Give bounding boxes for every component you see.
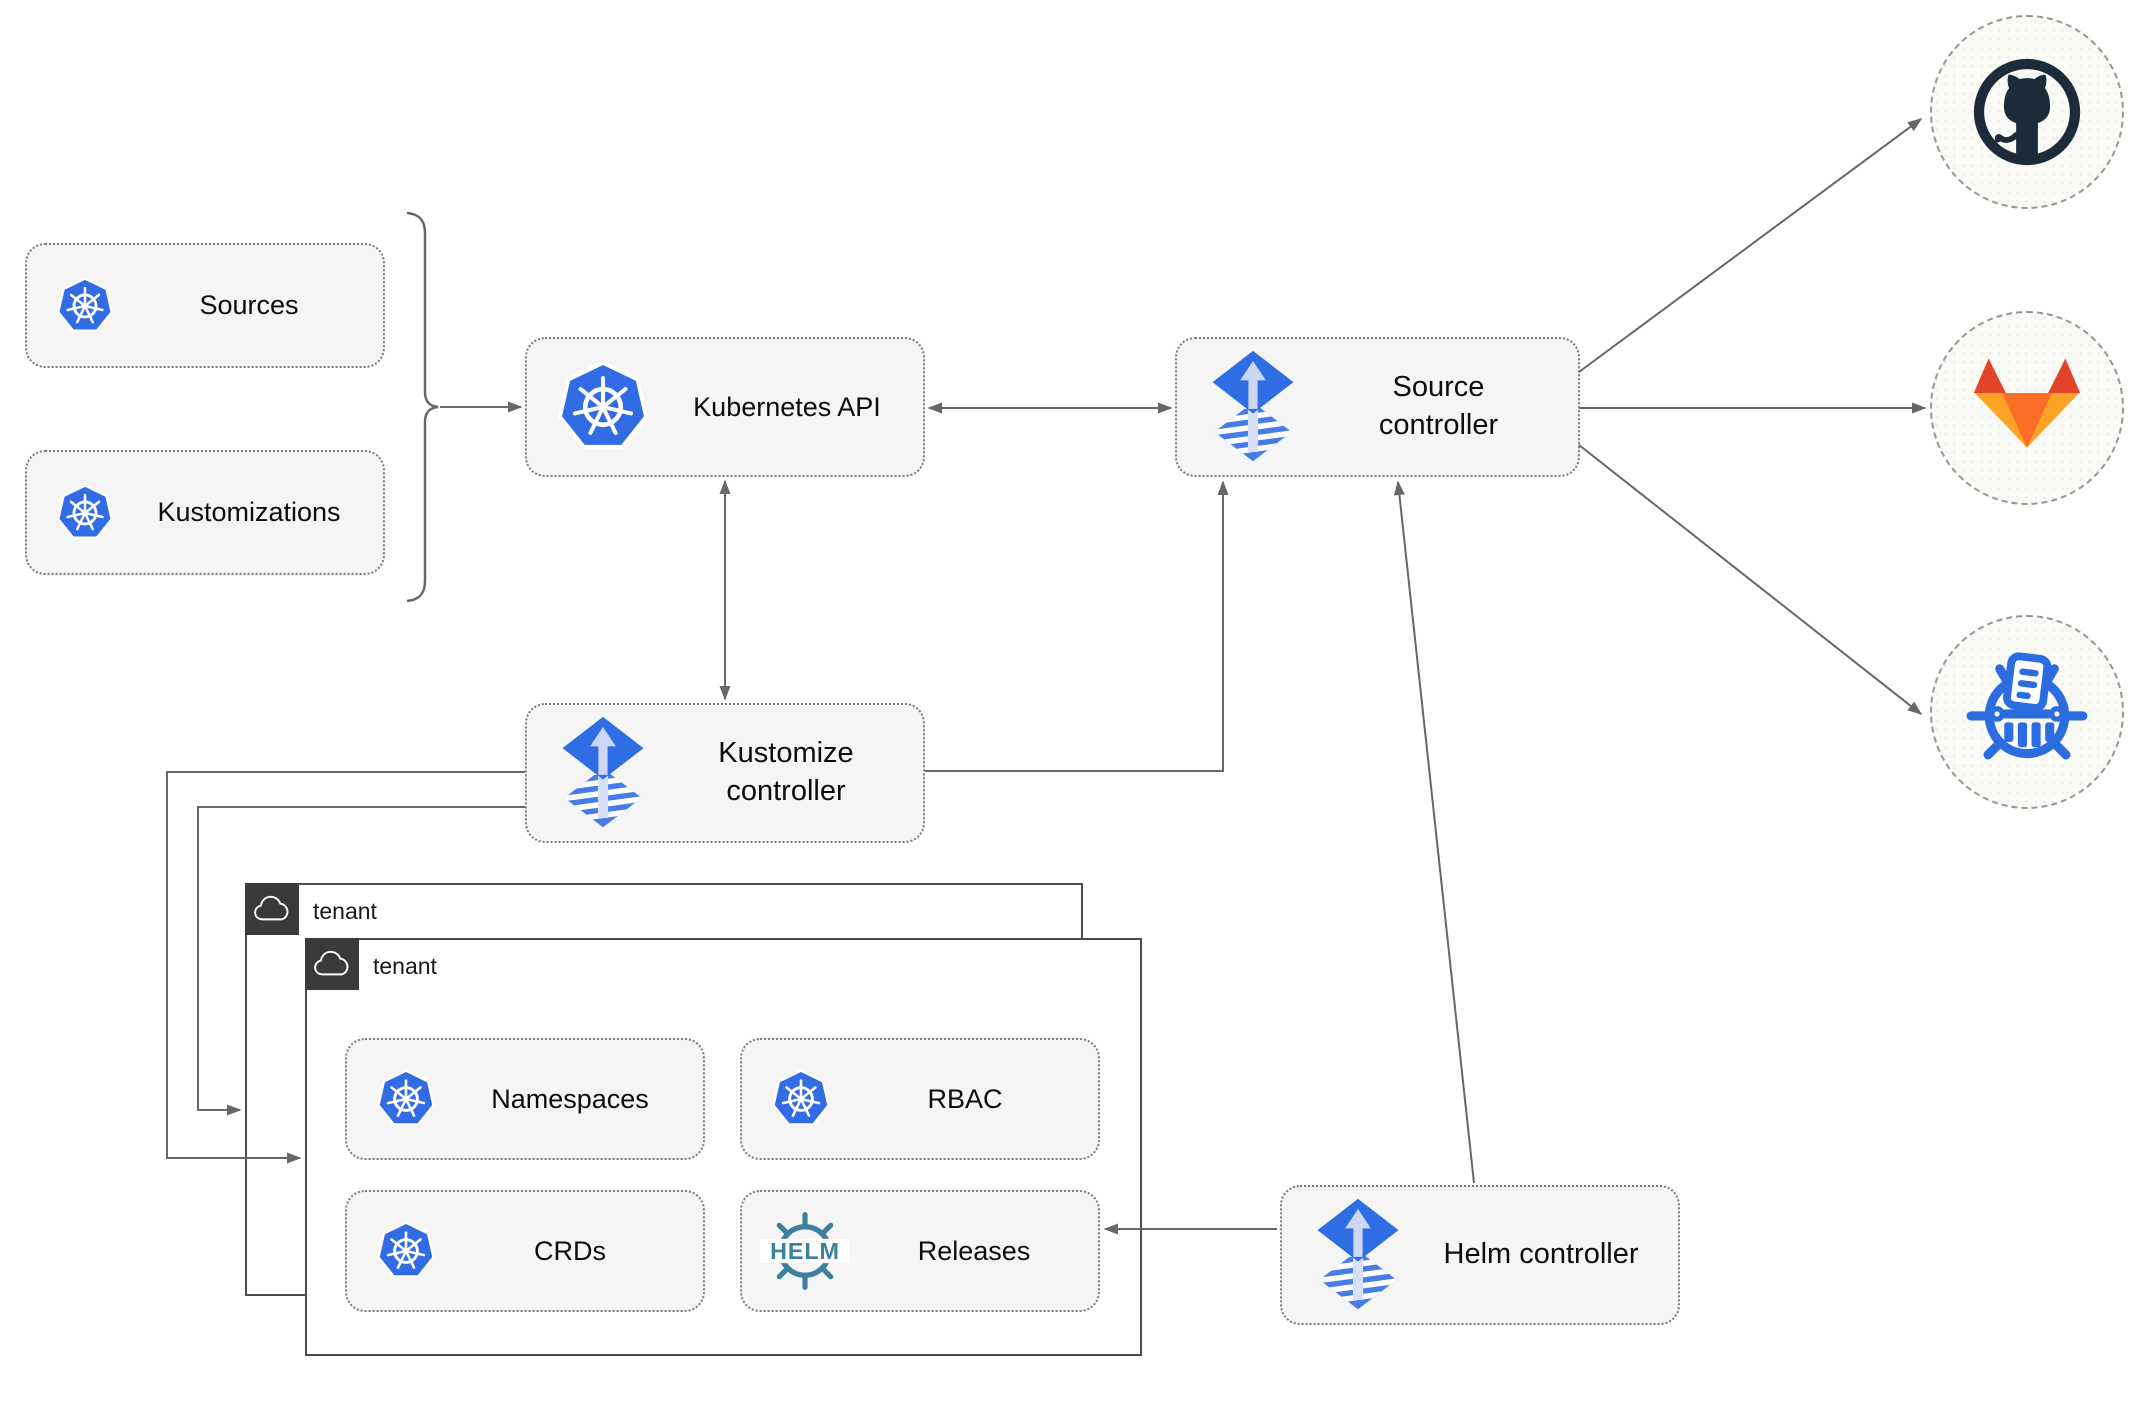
flux-icon <box>557 715 649 831</box>
kubernetes-api-node: Kubernetes API <box>525 337 925 477</box>
gitlab-icon <box>1965 356 2089 460</box>
kubernetes-icon <box>375 1219 437 1283</box>
kubernetes-icon <box>555 357 651 457</box>
gitlab-circle <box>1930 311 2124 505</box>
cloud-icon <box>253 895 291 923</box>
rbac-label: RBAC <box>927 1083 1003 1114</box>
kustomizations-label: Kustomizations <box>157 497 341 527</box>
sources-node: Sources <box>25 243 385 368</box>
tenant-front-tab <box>305 938 359 990</box>
svg-text:HELM: HELM <box>770 1238 840 1264</box>
crds-node: CRDs <box>345 1190 705 1312</box>
source-to-github-arrow <box>1578 118 1923 373</box>
helm-icon: HELM <box>760 1207 850 1295</box>
tenant-back-tab <box>245 883 299 935</box>
source-controller-label: Source controller <box>1378 371 1499 441</box>
crds-label: CRDs <box>534 1235 606 1266</box>
tenant-back-label: tenant <box>313 898 377 924</box>
kubernetes-icon <box>55 482 115 544</box>
releases-node: HELM Releases <box>740 1190 1100 1312</box>
source-to-chartmuseum-arrow <box>1578 444 1923 715</box>
tenant-front-label: tenant <box>373 953 437 979</box>
flux-icon <box>1207 349 1299 465</box>
kubernetes-icon <box>375 1067 437 1131</box>
sources-label: Sources <box>199 290 299 320</box>
github-icon <box>1963 48 2091 176</box>
sources-group-brace <box>406 211 439 603</box>
github-circle <box>1930 15 2124 209</box>
rbac-node: RBAC <box>740 1038 1100 1160</box>
helm-controller-node: Helm controller <box>1280 1185 1680 1325</box>
kubernetes-api-label: Kubernetes API <box>693 391 881 422</box>
helm-to-source-arrow <box>1393 480 1475 1184</box>
namespaces-label: Namespaces <box>491 1083 649 1114</box>
namespaces-node: Namespaces <box>345 1038 705 1160</box>
chartmuseum-icon <box>1962 647 2092 777</box>
releases-label: Releases <box>917 1235 1031 1266</box>
kubernetes-icon <box>770 1067 832 1131</box>
kustomizations-node: Kustomizations <box>25 450 385 575</box>
source-controller-node: Source controller <box>1175 337 1580 477</box>
kustomize-controller-node: Kustomize controller <box>525 703 925 843</box>
chartmuseum-circle <box>1930 615 2124 809</box>
helm-controller-label: Helm controller <box>1443 1238 1639 1271</box>
kubernetes-icon <box>55 275 115 337</box>
kustomize-controller-label: Kustomize controller <box>718 737 854 807</box>
kustomize-to-source-arrow <box>925 480 1229 772</box>
flux-icon <box>1312 1197 1404 1313</box>
cloud-icon <box>313 950 351 978</box>
